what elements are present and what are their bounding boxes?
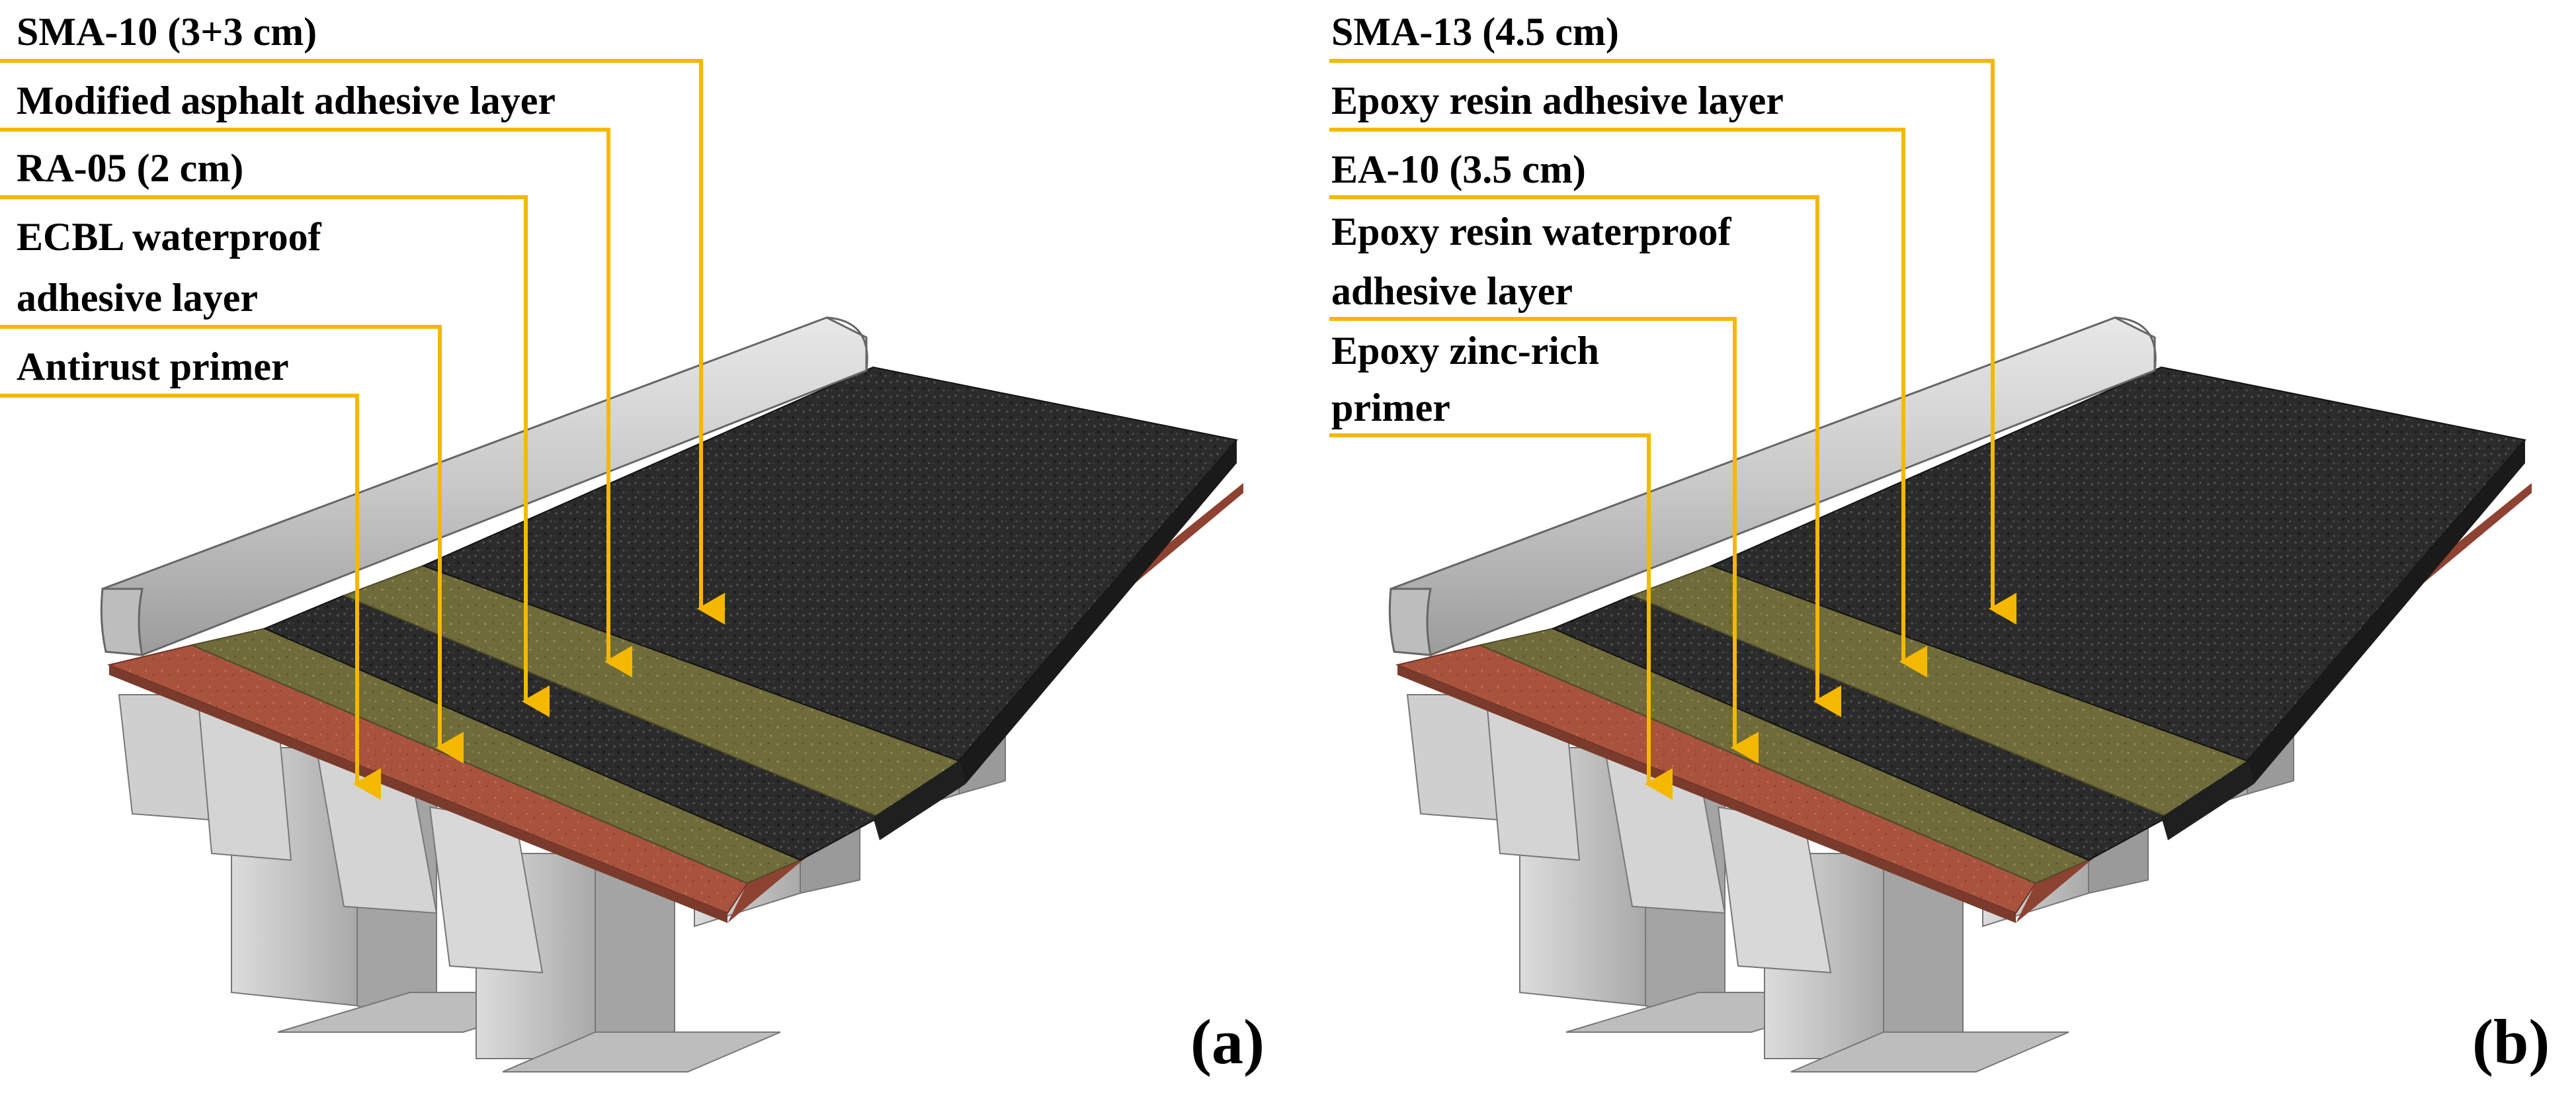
panel-b: SMA-13 (4.5 cm) Epoxy resin adhesive lay… <box>1288 0 2576 1093</box>
panel-letter-a: (a) <box>1190 1006 1265 1077</box>
label-antirust-primer: Antirust primer <box>17 345 289 388</box>
pavement-diagram-b <box>1329 59 2532 1073</box>
label-ecbl-line2: adhesive layer <box>17 276 258 320</box>
label-epoxy-waterproof-line2: adhesive layer <box>1331 269 1573 313</box>
label-epoxy-resin-adhesive: Epoxy resin adhesive layer <box>1331 79 1784 122</box>
label-sma10: SMA-10 (3+3 cm) <box>17 10 317 54</box>
label-epoxy-waterproof-line1: Epoxy resin waterproof <box>1331 210 1731 253</box>
label-sma13: SMA-13 (4.5 cm) <box>1331 10 1619 54</box>
label-ecbl-line1: ECBL waterproof <box>17 215 321 259</box>
label-ra05: RA-05 (2 cm) <box>17 146 244 190</box>
curb <box>100 316 868 656</box>
label-epoxy-zinc-primer-line1: Epoxy zinc-rich <box>1331 329 1599 372</box>
pavement-diagram-a <box>0 59 1243 1073</box>
label-modified-asphalt-adhesive: Modified asphalt adhesive layer <box>17 79 556 122</box>
panel-a: SMA-10 (3+3 cm) Modified asphalt adhesiv… <box>0 10 1265 1077</box>
panel-letter-b: (b) <box>2472 1006 2550 1077</box>
label-epoxy-zinc-primer-line2: primer <box>1331 386 1450 429</box>
leader-lines <box>0 59 725 800</box>
curb <box>1388 316 2157 656</box>
label-ea10: EA-10 (3.5 cm) <box>1331 148 1586 191</box>
leader-lines <box>1329 59 2016 800</box>
